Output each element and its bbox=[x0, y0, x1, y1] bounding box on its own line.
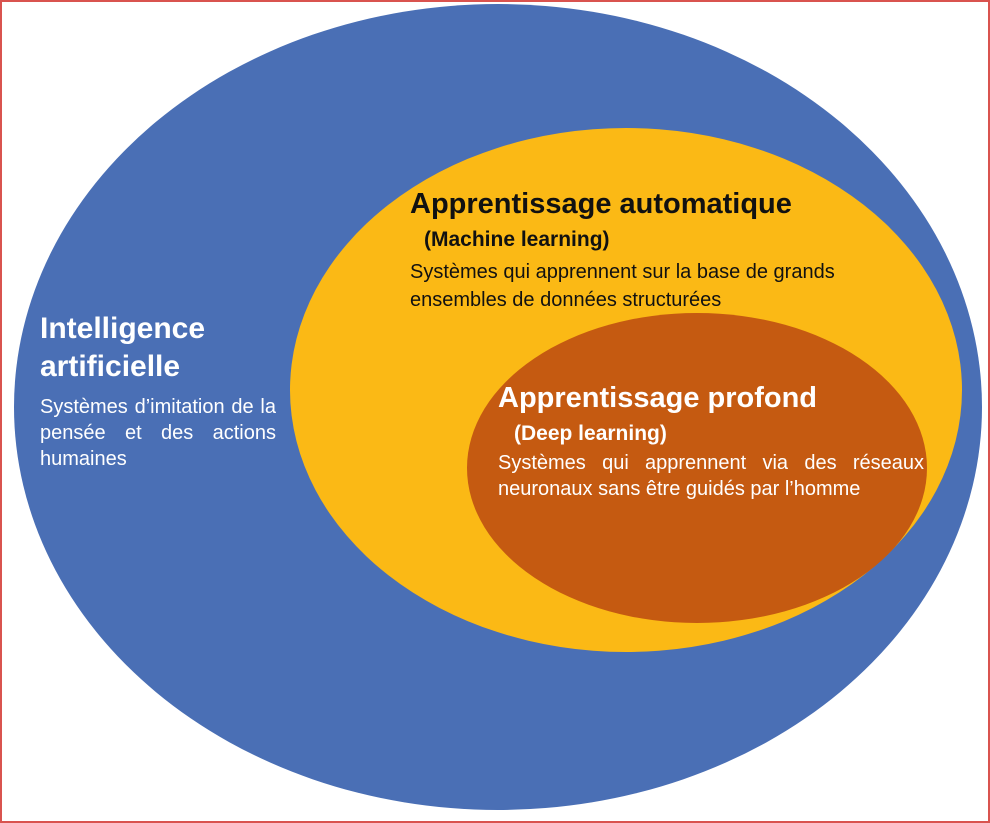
dl-description: Systèmes qui apprennent via des réseaux … bbox=[498, 452, 924, 500]
dl-subtitle: (Deep learning) bbox=[514, 422, 667, 445]
ml-title: Apprentissage automatique bbox=[410, 188, 792, 220]
ai-description: Systèmes d’imitation de la pensée et des… bbox=[40, 396, 276, 470]
ml-subtitle: (Machine learning) bbox=[424, 228, 610, 251]
ai-title-line1: Intelligence bbox=[40, 312, 206, 345]
ai-title: Intelligence artificielle bbox=[40, 310, 270, 386]
dl-ellipse bbox=[467, 313, 927, 623]
ml-description: Systèmes qui apprennent sur la base de g… bbox=[410, 261, 835, 311]
dl-title: Apprentissage profond bbox=[498, 382, 818, 414]
ai-title-line2: artificielle bbox=[40, 350, 181, 383]
